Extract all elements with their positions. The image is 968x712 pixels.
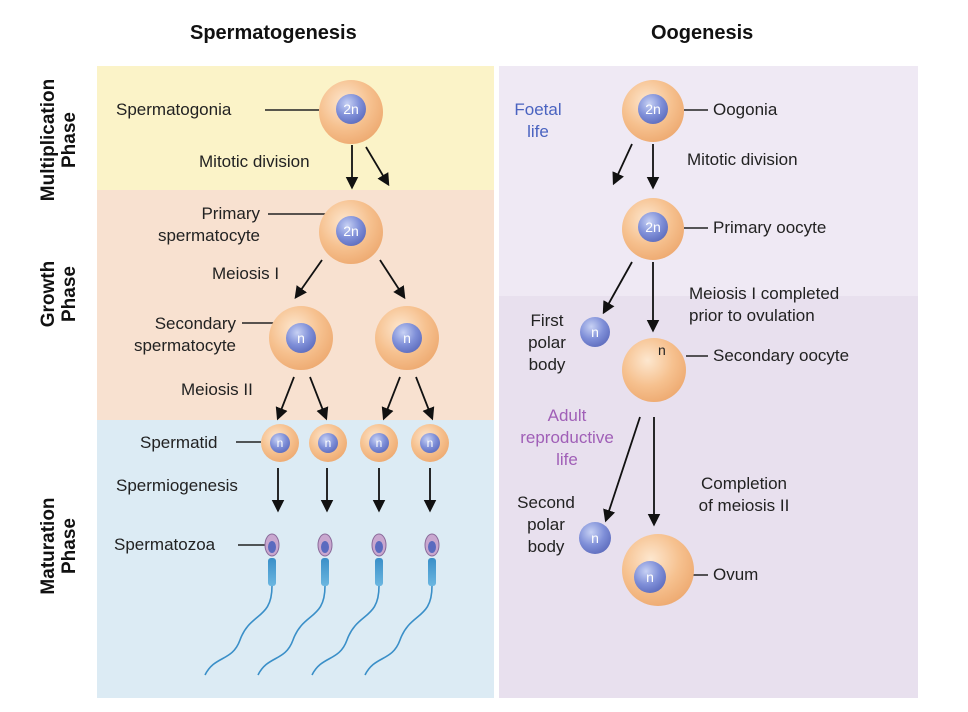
spermatid-cell-2: n (309, 424, 347, 462)
label-spermatid: Spermatid (140, 433, 218, 452)
spermatid-cell-1: n (261, 424, 299, 462)
primary-oocyte-cell: 2n (622, 198, 684, 260)
oogonium-cell: 2n (622, 80, 684, 142)
arrow-meiosis2-1 (275, 376, 295, 421)
spermatogonium-nucleus: 2n (336, 94, 366, 124)
label-spermiogenesis: Spermiogenesis (116, 476, 238, 495)
label-first-polar-body-line3: body (528, 355, 566, 374)
spermatozoon-3 (311, 533, 387, 676)
label-secondary-spermatocyte-line1: Secondary (154, 314, 236, 333)
label-meiosis-1-completed-line1: Meiosis I completed (689, 284, 840, 303)
spermatid-nucleus-1: n (270, 433, 290, 453)
oogenesis-title: Oogenesis (651, 22, 754, 44)
secondary-oocyte-nucleus-label: n (658, 342, 666, 358)
second-polar-body: n (579, 522, 611, 554)
oogonium-nucleus: 2n (638, 94, 668, 124)
multiplication-band (97, 66, 494, 190)
label-completion-line1: Completion (701, 474, 787, 493)
primary-spermatocyte-cell: 2n (319, 200, 383, 264)
label-primary-spermatocyte: Primary spermatocyte (136, 203, 260, 247)
label-spermatogonia: Spermatogonia (116, 100, 232, 119)
label-foetal-life-line2: life (527, 122, 549, 141)
label-first-polar-body: First polar body (515, 310, 579, 376)
secondary-spermatocyte-cell-right: n (375, 306, 439, 370)
label-adult-line2: reproductive (520, 428, 614, 447)
label-secondary-spermatocyte-line2: spermatocyte (133, 336, 236, 355)
ovum-cell: n (622, 534, 694, 606)
label-first-polar-body-line1: First (530, 311, 564, 330)
label-primary-oocyte: Primary oocyte (713, 218, 827, 237)
oogenesis-upper-band (499, 66, 918, 296)
arrow-oo-meiosis1-diag (602, 261, 633, 315)
label-primary-spermatocyte-line1: Primary (201, 204, 260, 223)
spermatid-nucleus-4: n (420, 433, 440, 453)
spermatogenesis-title: Spermatogenesis (190, 22, 357, 44)
label-primary-spermatocyte-line2: spermatocyte (157, 226, 260, 245)
secondary-oocyte-cell: n (622, 338, 686, 402)
label-adult-line3: life (556, 450, 578, 469)
maturation-band (97, 420, 494, 698)
spermatozoon-1 (204, 533, 280, 676)
arrow-meiosis1-left (294, 259, 323, 300)
primary-spermatocyte-nucleus: 2n (336, 216, 366, 246)
label-first-polar-body-line2: polar (528, 333, 566, 352)
arrow-mitotic-diag (365, 146, 390, 187)
ovum-nucleus: n (634, 561, 666, 593)
label-foetal-life-line1: Foetal (514, 100, 562, 119)
secondary-spermatocyte-nucleus-left: n (286, 323, 316, 353)
label-meiosis-1-completed-line2: prior to ovulation (689, 306, 815, 325)
label-secondary-spermatocyte: Secondary spermatocyte (110, 313, 236, 357)
label-oogonia: Oogonia (713, 100, 778, 119)
spermatid-nucleus-3: n (369, 433, 389, 453)
spermatid-cell-3: n (360, 424, 398, 462)
label-meiosis-1-completed: Meiosis I completed prior to ovulation (689, 283, 839, 327)
arrow-meiosis2-3 (381, 376, 401, 421)
label-meiosis-2: Meiosis II (181, 380, 253, 399)
arrow-meiosis2-4 (415, 376, 435, 421)
secondary-spermatocyte-cell-left: n (269, 306, 333, 370)
oogenesis-lower-band (499, 296, 918, 698)
label-completion-line2: of meiosis II (698, 496, 790, 515)
label-adult-line1: Adult (547, 406, 587, 425)
arrow-meiosis1-right (379, 259, 406, 300)
label-meiosis-1: Meiosis I (212, 264, 280, 283)
spermatid-cell-4: n (411, 424, 449, 462)
spermatid-nucleus-2: n (318, 433, 338, 453)
label-foetal-life: Foetal life (500, 99, 576, 143)
label-spermatozoa: Spermatozoa (114, 535, 216, 554)
label-second-polar-body-line3: body (527, 537, 565, 556)
label-mitotic-division-right: Mitotic division (687, 150, 798, 169)
spermatogonium-cell: 2n (319, 80, 383, 144)
label-mitotic-division-left: Mitotic division (199, 152, 310, 171)
arrow-oo-meiosis2-diag (603, 416, 641, 523)
primary-oocyte-nucleus: 2n (638, 212, 668, 242)
arrow-meiosis2-2 (309, 376, 329, 421)
arrow-oo-mitotic-diag (612, 143, 633, 186)
spermatozoon-4 (364, 533, 440, 676)
secondary-spermatocyte-nucleus-right: n (392, 323, 422, 353)
label-secondary-oocyte: Secondary oocyte (713, 346, 850, 365)
label-completion-meiosis-2: Completion of meiosis II (682, 473, 806, 517)
label-second-polar-body: Second polar body (508, 492, 584, 558)
growth-band (97, 190, 494, 420)
label-ovum: Ovum (713, 565, 759, 584)
label-second-polar-body-line1: Second (517, 493, 575, 512)
spermatozoon-2 (257, 533, 333, 676)
label-adult-reproductive-life: Adult reproductive life (508, 405, 626, 471)
first-polar-body: n (580, 317, 610, 347)
label-second-polar-body-line2: polar (527, 515, 565, 534)
